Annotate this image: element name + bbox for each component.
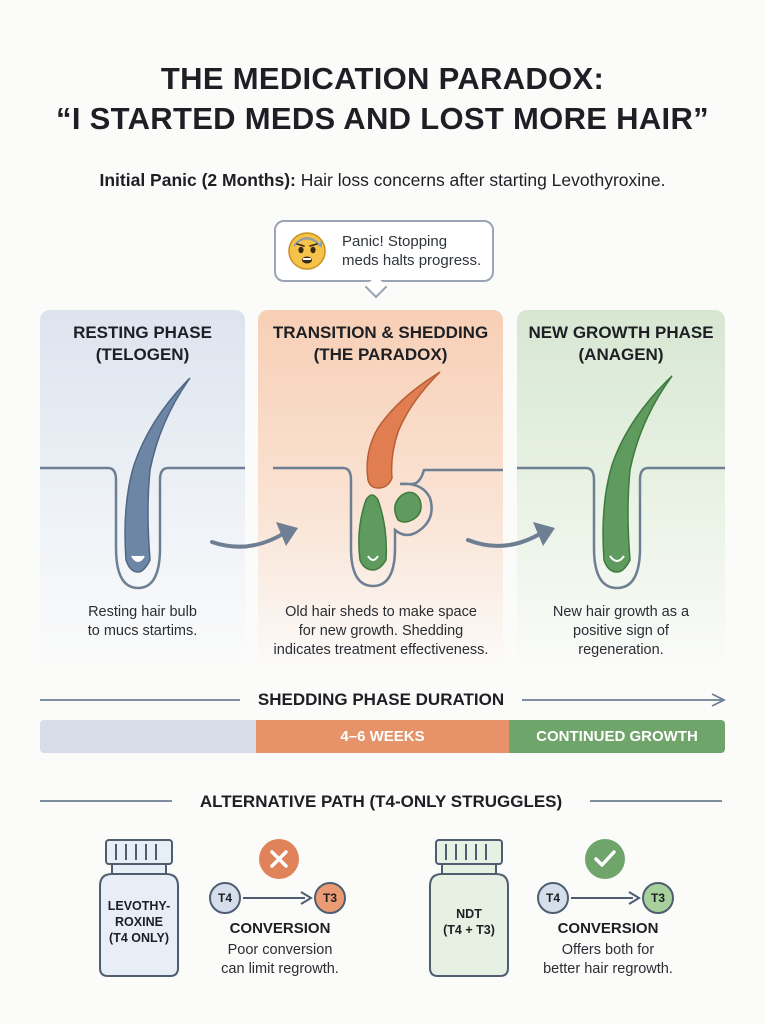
page-title-line-2: “I STARTED MEDS AND LOST MORE HAIR” <box>56 101 709 136</box>
resting-phase-heading-line-2: (TELOGEN) <box>95 345 190 364</box>
left-bottle-line-2: ROXINE <box>115 915 163 929</box>
follicle-illustrations <box>40 371 725 590</box>
subtitle: Initial Panic (2 Months): Hair loss conc… <box>0 170 765 191</box>
right-t3-label: T3 <box>650 891 665 905</box>
resting-desc-line-1: Resting hair bulb <box>88 604 197 620</box>
shedding-desc-line-2: for new growth. Shedding <box>298 623 464 639</box>
growth-phase-heading-line-2: (ANAGEN) <box>578 345 664 364</box>
left-t3-label: T3 <box>322 891 337 905</box>
duration-divider <box>40 693 727 707</box>
left-bottle-line-3: (T4 ONLY) <box>109 931 169 945</box>
levothyroxine-bottle-icon <box>99 839 179 977</box>
check-icon <box>585 839 625 879</box>
right-desc-line-2: better hair regrowth. <box>543 961 673 977</box>
resting-desc-line-2: to mucs startims. <box>87 623 198 639</box>
growth-desc-line-2: positive sign of <box>573 623 669 639</box>
right-conversion-diagram <box>537 882 674 914</box>
left-t4-label: T4 <box>217 891 232 905</box>
speech-bubble-line-1: Panic! Stopping <box>342 233 448 250</box>
shedding-phase-panel <box>258 310 503 670</box>
arrow-2 <box>466 530 545 548</box>
shedding-desc-line-3: indicates treatment effectiveness. <box>273 642 489 658</box>
growth-desc-line-3: regeneration. <box>578 642 664 658</box>
left-conversion-diagram <box>209 882 346 914</box>
left-conversion-title: CONVERSION <box>229 920 331 937</box>
right-conversion-description: Offers both for better hair regrowth. <box>513 941 703 979</box>
left-bottle-line-1: LEVOTHY- <box>107 899 171 913</box>
levothyroxine-bottle-label: LEVOTHY- ROXINE (T4 ONLY) <box>100 898 178 946</box>
ndt-bottle-label: NDT (T4 + T3) <box>430 906 508 938</box>
subtitle-bold: Initial Panic (2 Months): <box>99 170 296 190</box>
growth-phase-heading-line-1: NEW GROWTH PHASE <box>528 323 714 342</box>
duration-segment-resting <box>40 720 256 753</box>
right-conversion-title: CONVERSION <box>557 920 659 937</box>
worried-face-icon <box>288 232 326 270</box>
alternative-divider <box>40 800 722 802</box>
growth-phase-description: New hair growth as a positive sign of re… <box>517 603 725 660</box>
duration-label: SHEDDING PHASE DURATION <box>257 690 505 709</box>
alternative-label: ALTERNATIVE PATH (T4-ONLY STRUGGLES) <box>199 792 563 811</box>
growth-follicle <box>517 375 725 590</box>
arrow-1 <box>210 530 288 549</box>
page-title: THE MEDICATION PARADOX: <box>160 61 605 96</box>
shedding-phase-description: Old hair sheds to make space for new gro… <box>255 603 507 660</box>
duration-segment-shedding: 4–6 WEEKS <box>256 720 509 753</box>
subtitle-text: Hair loss concerns after starting Levoth… <box>295 170 666 190</box>
growth-desc-line-1: New hair growth as a <box>552 604 690 620</box>
left-desc-line-1: Poor conversion <box>227 942 333 958</box>
right-bottle-line-1: NDT <box>456 907 482 921</box>
arrow-2-head <box>533 522 555 546</box>
shedding-phase-heading: TRANSITION & SHEDDING (THE PARADOX) <box>258 322 503 366</box>
left-desc-line-2: can limit regrowth. <box>221 961 339 977</box>
resting-follicle <box>40 377 245 590</box>
shedding-follicle <box>273 371 503 588</box>
ndt-bottle-icon <box>429 839 509 977</box>
right-bottle-line-2: (T4 + T3) <box>443 923 495 937</box>
growth-phase-heading: NEW GROWTH PHASE (ANAGEN) <box>517 322 725 366</box>
resting-phase-heading-line-1: RESTING PHASE <box>73 323 212 342</box>
cross-icon <box>259 839 299 879</box>
speech-bubble-text: Panic! Stopping meds halts progress. <box>342 232 492 270</box>
right-t4-label: T4 <box>545 891 560 905</box>
right-desc-line-1: Offers both for <box>561 942 655 958</box>
shedding-phase-heading-line-1: TRANSITION & SHEDDING <box>272 323 489 342</box>
resting-phase-heading: RESTING PHASE (TELOGEN) <box>40 322 245 366</box>
duration-segment-growth: CONTINUED GROWTH <box>509 720 725 753</box>
shedding-desc-line-1: Old hair sheds to make space <box>285 604 477 620</box>
speech-bubble-line-2: meds halts progress. <box>342 252 482 269</box>
shedding-phase-heading-line-2: (THE PARADOX) <box>313 345 448 364</box>
resting-phase-description: Resting hair bulb to mucs startims. <box>40 603 245 641</box>
arrow-1-head <box>276 522 298 546</box>
left-conversion-description: Poor conversion can limit regrowth. <box>190 941 370 979</box>
